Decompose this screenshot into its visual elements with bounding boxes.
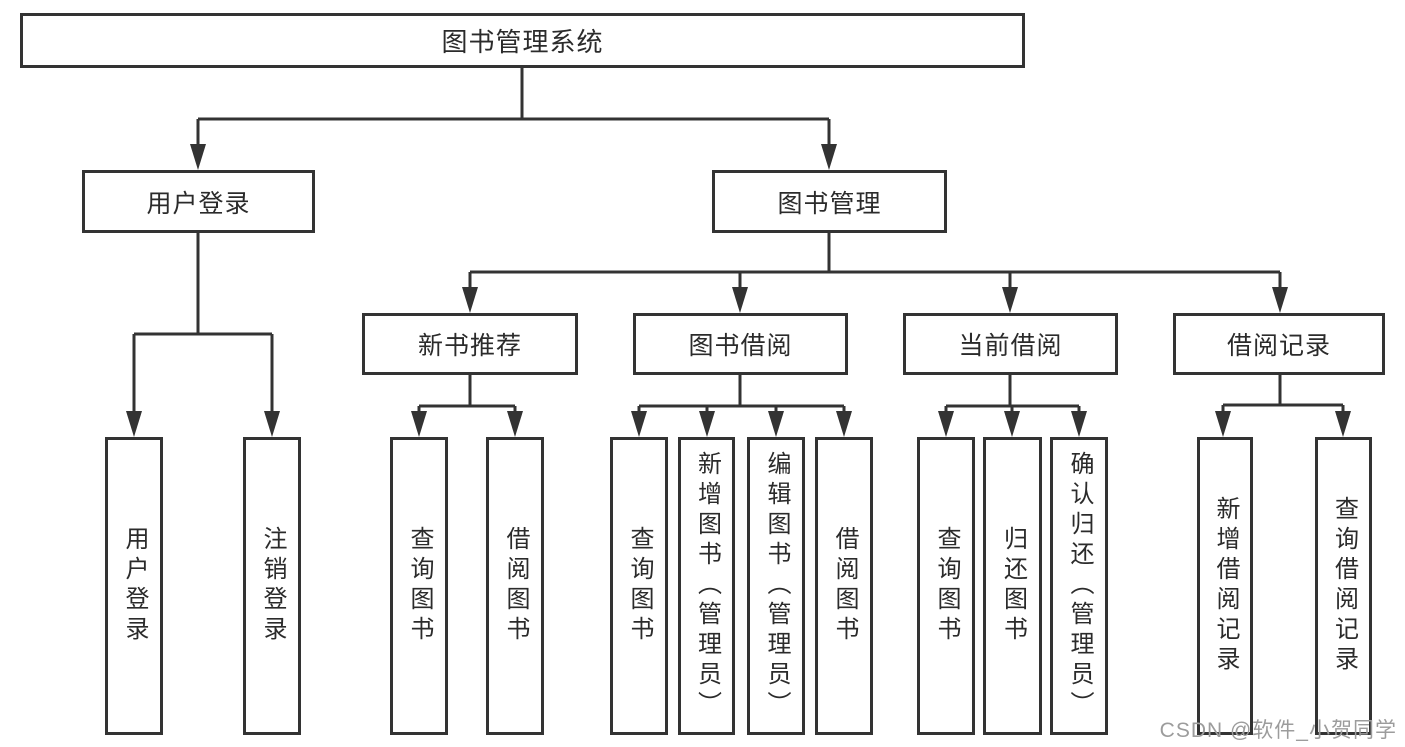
node-borrow-record-label: 借阅记录: [1226, 332, 1331, 360]
node-leaf-hist-add-record-label: 新增借阅记录: [1212, 496, 1239, 676]
node-leaf-rec-borrow-book: 借阅图书: [486, 437, 544, 735]
node-book-management-label: 图书管理: [777, 189, 882, 218]
node-leaf-bor-edit-book-admin: 编辑图书（管理员）: [747, 437, 805, 735]
tree-edges: [132, 68, 1345, 417]
node-borrow-record: 借阅记录: [1173, 313, 1385, 375]
node-leaf-cur-return-book-label: 归还图书: [999, 526, 1027, 646]
node-leaf-logout-label: 注销登录: [259, 526, 286, 646]
node-leaf-bor-edit-book-admin-label: 编辑图书（管理员）: [763, 451, 790, 721]
node-leaf-logout: 注销登录: [243, 437, 301, 735]
node-new-book-recommend-label: 新书推荐: [417, 332, 522, 360]
node-leaf-rec-query-book: 查询图书: [390, 437, 448, 735]
node-leaf-user-login: 用户登录: [105, 437, 163, 735]
node-leaf-user-login-label: 用户登录: [121, 526, 148, 646]
arrowhead-icons: [126, 144, 1351, 437]
node-leaf-hist-query-record: 查询借阅记录: [1315, 437, 1372, 735]
node-leaf-rec-borrow-book-label: 借阅图书: [502, 526, 529, 646]
node-leaf-cur-query-book-label: 查询图书: [933, 526, 960, 646]
node-user-login-label: 用户登录: [146, 189, 251, 218]
node-leaf-bor-query-book-label: 查询图书: [626, 526, 653, 646]
node-root-label: 图书管理系统: [441, 27, 604, 57]
node-current-borrow-label: 当前借阅: [958, 332, 1063, 360]
csdn-watermark: CSDN @软件_小贺同学: [1159, 719, 1397, 742]
node-new-book-recommend: 新书推荐: [362, 313, 578, 375]
node-book-borrow-label: 图书借阅: [688, 332, 793, 360]
node-current-borrow: 当前借阅: [903, 313, 1118, 375]
node-leaf-bor-add-book-admin-label: 新增图书（管理员）: [693, 451, 721, 721]
node-leaf-bor-borrow-book-label: 借阅图书: [831, 526, 858, 646]
node-leaf-hist-query-record-label: 查询借阅记录: [1330, 496, 1358, 676]
node-leaf-bor-query-book: 查询图书: [610, 437, 668, 735]
node-leaf-cur-query-book: 查询图书: [917, 437, 975, 735]
node-leaf-bor-add-book-admin: 新增图书（管理员）: [678, 437, 735, 735]
node-book-borrow: 图书借阅: [633, 313, 848, 375]
node-leaf-cur-confirm-return-admin-label: 确认归还（管理员）: [1066, 451, 1093, 721]
node-leaf-rec-query-book-label: 查询图书: [406, 526, 433, 646]
node-leaf-bor-borrow-book: 借阅图书: [815, 437, 873, 735]
node-leaf-hist-add-record: 新增借阅记录: [1197, 437, 1253, 735]
node-user-login: 用户登录: [82, 170, 315, 233]
node-leaf-cur-confirm-return-admin: 确认归还（管理员）: [1050, 437, 1108, 735]
node-root-system: 图书管理系统: [20, 13, 1025, 68]
node-book-management: 图书管理: [712, 170, 947, 233]
node-leaf-cur-return-book: 归还图书: [983, 437, 1042, 735]
